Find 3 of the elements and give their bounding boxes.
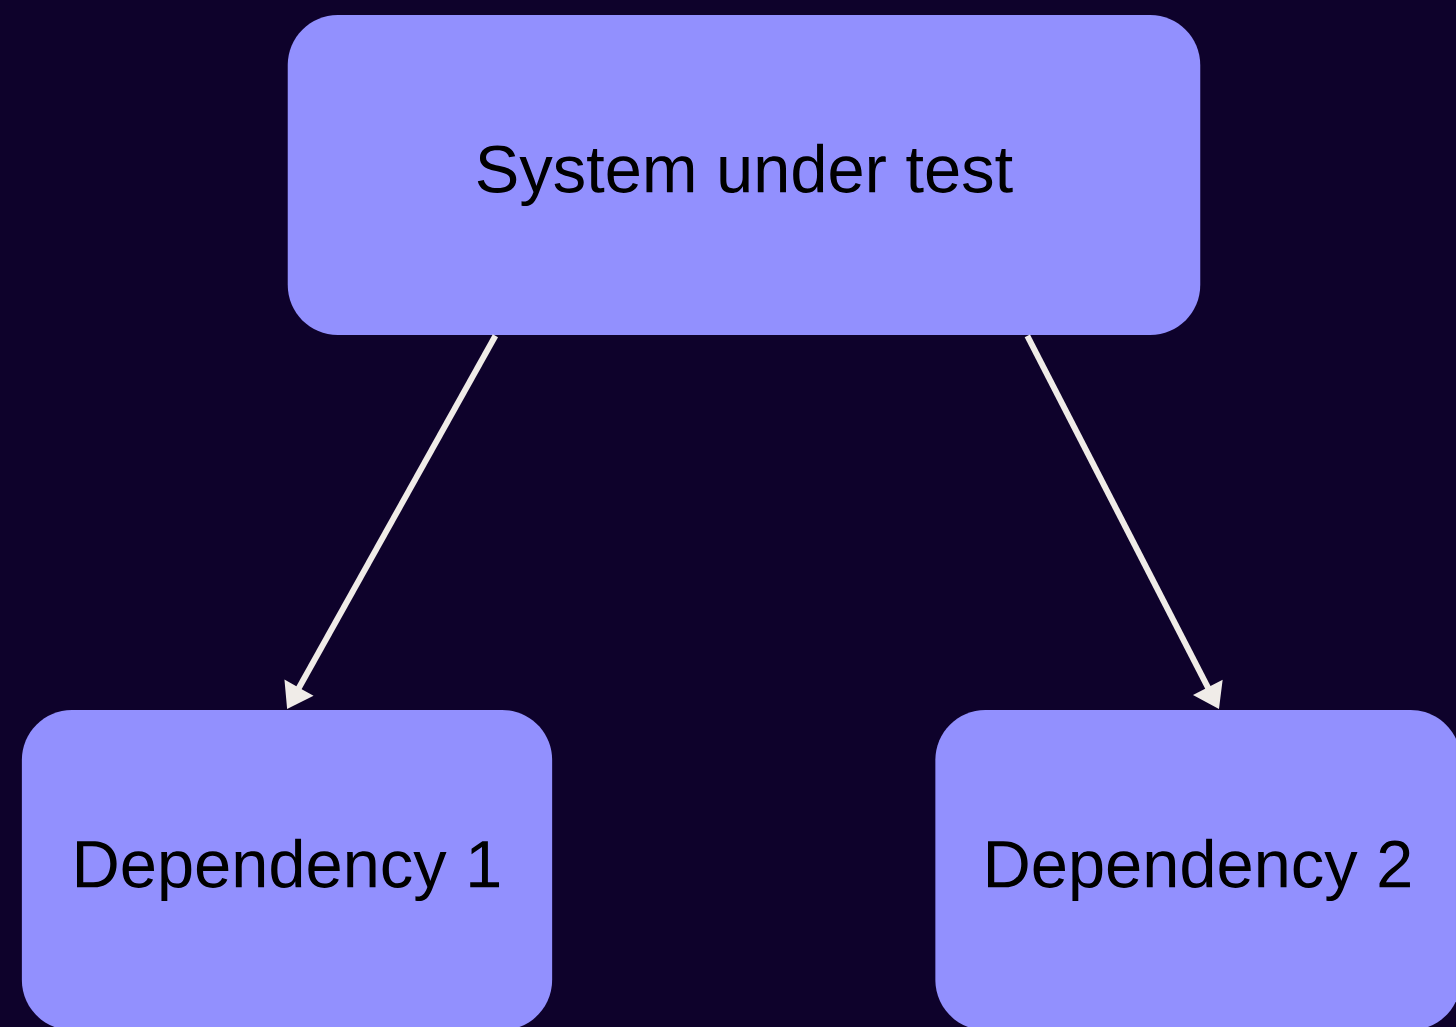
process-box: Dependency 2	[935, 709, 1456, 1027]
process-box: Dependency 1	[21, 709, 553, 1027]
process-box: System under test	[287, 14, 1201, 336]
